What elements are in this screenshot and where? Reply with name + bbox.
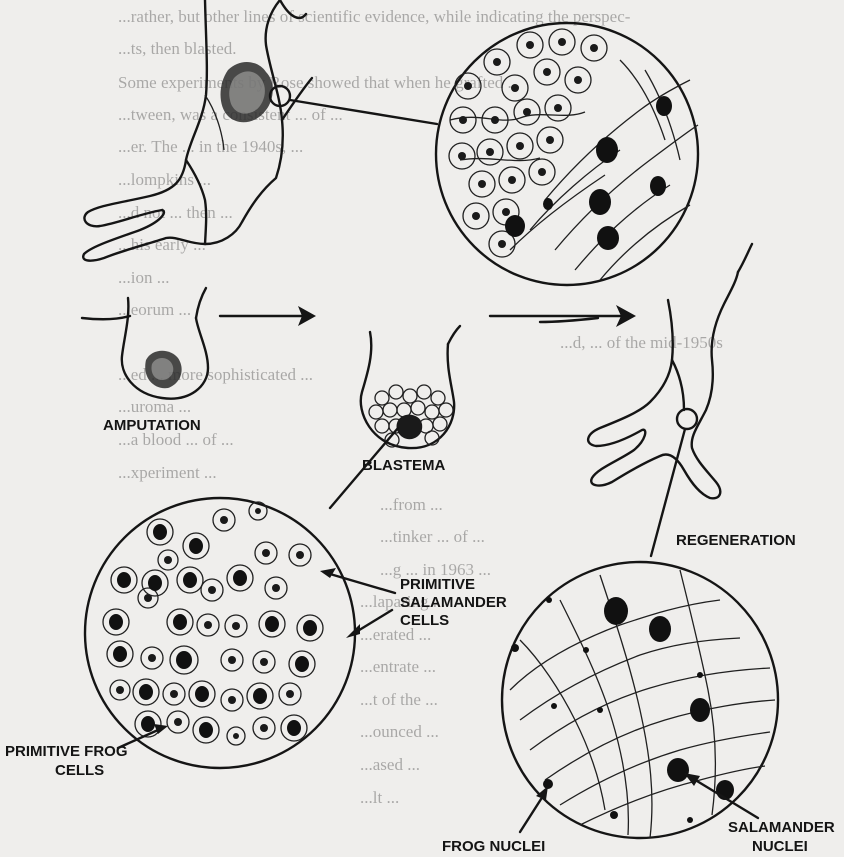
frog-nuclei-bottom: [511, 597, 703, 823]
frog-nuclei-label: FROG NUCLEI: [442, 838, 545, 855]
bg-line: ...from ...: [380, 495, 443, 514]
magnified-circle-top: [436, 23, 698, 285]
bg-line: ...er. The ... in the 1940s, ...: [118, 137, 303, 156]
primitive-frog-cells: [103, 519, 323, 743]
bg-line: ...ased ...: [360, 755, 420, 774]
bg-line: ...t of the ...: [360, 690, 438, 709]
primitive-frog-cells-label-line2: CELLS: [55, 762, 104, 779]
primitive-salamander-cells-label-line3: CELLS: [400, 612, 449, 629]
primitive-salamander-cells-label-line2: SALAMANDER: [400, 594, 507, 611]
bg-line: ...ts, then blasted.: [118, 39, 237, 58]
blastema-stump: [361, 326, 460, 448]
bg-line: ...uroma ...: [118, 397, 191, 416]
background-page-text: ...rather, but other lines of scientific…: [118, 7, 723, 807]
frog-nuclei-pointer: [520, 786, 548, 832]
arrow-right-2: [490, 305, 636, 327]
bg-line: ...lt ...: [360, 788, 399, 807]
primitive-salamander-cells: [110, 502, 311, 745]
magnify-origin-regeneration: [677, 409, 697, 429]
primitive-frog-cells-label-line1: PRIMITIVE FROG: [5, 743, 128, 760]
amputation-label: AMPUTATION: [103, 417, 201, 434]
bg-line: ...ounced ...: [360, 722, 439, 741]
salamander-nuclei-label-line2: NUCLEI: [752, 838, 808, 855]
bg-line: ...d not ... then ...: [118, 203, 233, 222]
regeneration-label: REGENERATION: [676, 532, 796, 549]
bg-line: ...entrate ...: [360, 657, 436, 676]
primitive-salamander-cells-label-line1: PRIMITIVE: [400, 576, 475, 593]
bg-line: ...tinker ... of ...: [380, 527, 485, 546]
blastema-label: BLASTEMA: [362, 457, 445, 474]
bg-line: ...ion ...: [118, 268, 169, 287]
bg-line: ...xperiment ...: [118, 463, 217, 482]
regenerated-limb: [540, 244, 752, 498]
bg-line: ...his early ...: [118, 235, 206, 254]
salamander-nuclei-label-line1: SALAMANDER: [728, 819, 835, 836]
bg-line: ...d, ... of the mid-1950s: [560, 333, 723, 352]
arrow-right-1: [220, 306, 316, 326]
magnified-circle-blastema: [85, 498, 355, 768]
